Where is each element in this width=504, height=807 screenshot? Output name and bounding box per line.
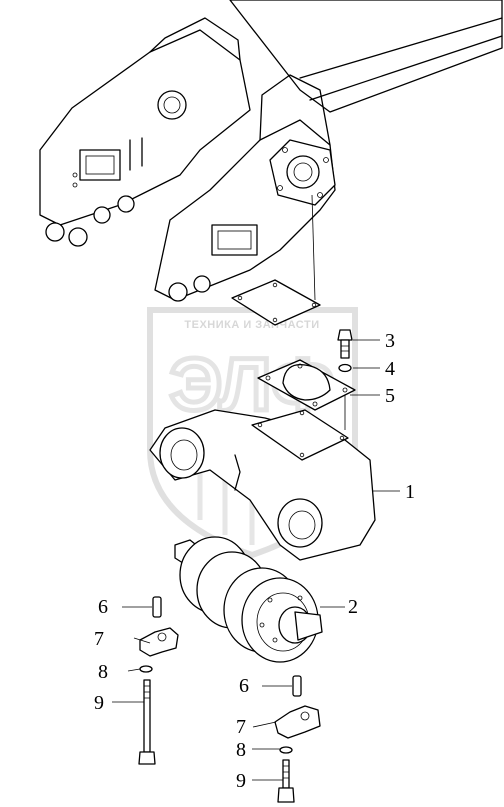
washer-part-8a <box>139 665 153 673</box>
bolt-part-3 <box>337 329 353 359</box>
callout-2: 2 <box>348 596 358 618</box>
callout-5: 5 <box>385 385 395 407</box>
track-frame <box>39 0 503 302</box>
roller-bracket-part-1 <box>149 409 376 561</box>
callout-labels: 3 4 5 1 2 6 7 8 9 6 7 8 9 <box>94 330 415 792</box>
dowel-pin-part-6a <box>152 596 162 618</box>
callout-6b: 6 <box>239 675 249 697</box>
gasket-plate <box>231 194 321 326</box>
fastener-stack-right <box>274 675 321 803</box>
bolt-part-9a <box>138 679 156 765</box>
clamp-part-7b <box>274 705 321 739</box>
callout-7a: 7 <box>94 628 104 650</box>
callout-4: 4 <box>385 358 395 380</box>
callout-9a: 9 <box>94 692 104 714</box>
leader-lines <box>112 339 400 781</box>
bolt-part-9b <box>277 759 295 803</box>
callout-3: 3 <box>385 330 395 352</box>
callout-8a: 8 <box>98 661 108 683</box>
callout-1: 1 <box>405 481 415 503</box>
washer-part-8b <box>279 746 293 754</box>
callout-7b: 7 <box>236 716 246 738</box>
fastener-stack-left <box>138 596 179 765</box>
track-roller-part-2 <box>174 536 323 663</box>
callout-8b: 8 <box>236 739 246 761</box>
dowel-pin-part-6b <box>292 675 302 697</box>
callout-9b: 9 <box>236 770 246 792</box>
clamp-part-7a <box>139 627 179 657</box>
dome-cap-part-5 <box>257 359 356 430</box>
watermark-caption: ТЕХНИКА И ЗАПЧАСТИ <box>184 319 319 331</box>
washer-part-4 <box>338 363 352 373</box>
callout-6a: 6 <box>98 596 108 618</box>
